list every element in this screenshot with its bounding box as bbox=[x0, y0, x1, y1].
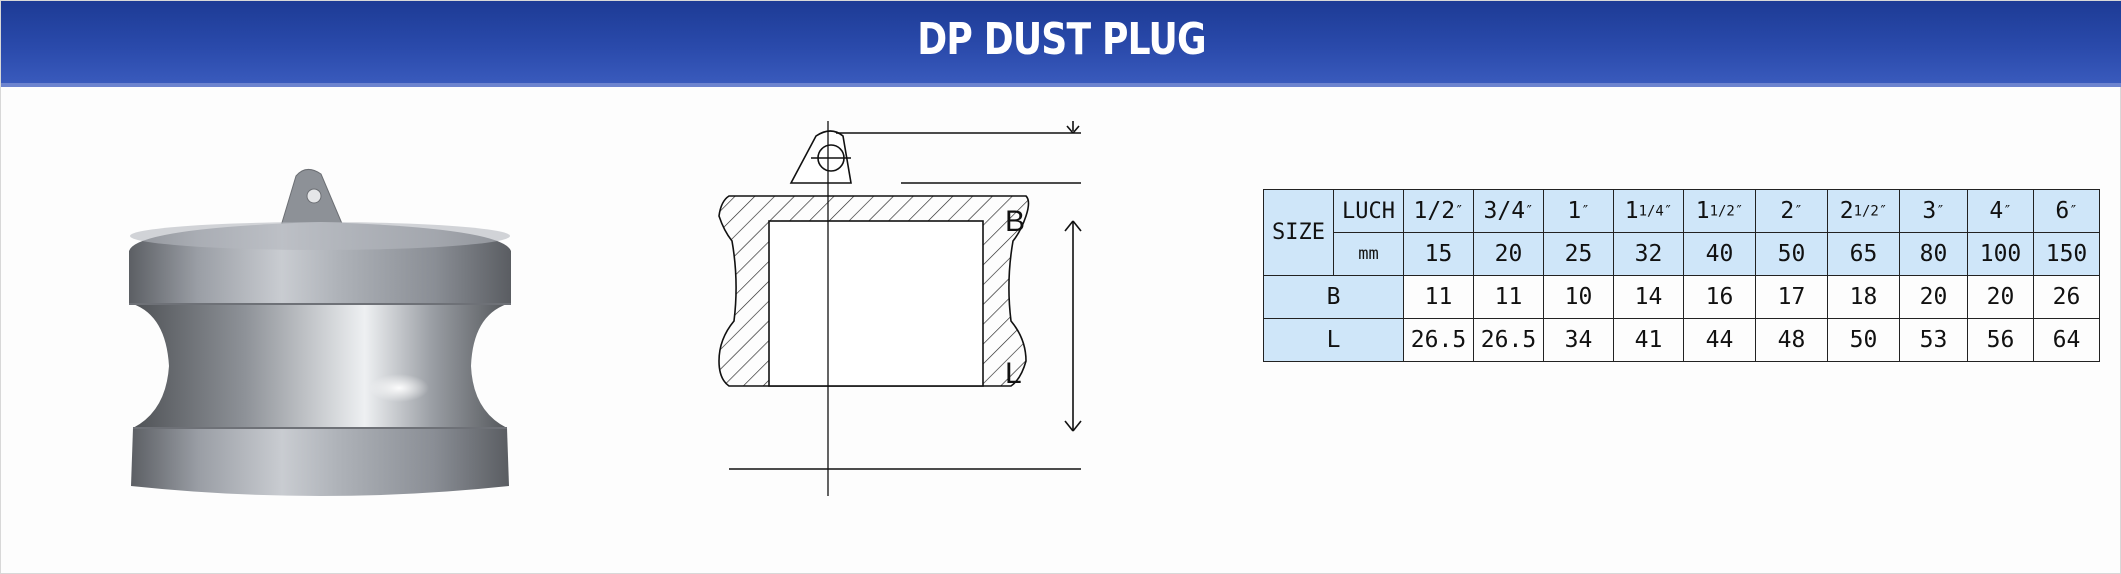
header-bar: DP DUST PLUG bbox=[1, 1, 2121, 85]
mm-cell: 32 bbox=[1613, 232, 1684, 276]
l-cell: 26.5 bbox=[1473, 318, 1544, 362]
l-cell: 48 bbox=[1755, 318, 1828, 362]
size-cell: 2″ bbox=[1755, 189, 1828, 233]
mm-cell: 150 bbox=[2033, 232, 2100, 276]
dim-b-label: B bbox=[1005, 205, 1025, 238]
size-cell: 3″ bbox=[1899, 189, 1968, 233]
b-cell: 14 bbox=[1613, 275, 1684, 319]
l-cell: 50 bbox=[1827, 318, 1900, 362]
size-cell: 11/4″ bbox=[1613, 189, 1684, 233]
cross-section-drawing: B L bbox=[718, 121, 1082, 496]
header-band bbox=[1, 83, 2121, 87]
size-cell: 1″ bbox=[1543, 189, 1614, 233]
l-cell: 64 bbox=[2033, 318, 2100, 362]
size-cell: 3/4″ bbox=[1473, 189, 1544, 233]
mm-cell: 50 bbox=[1755, 232, 1828, 276]
size-mm-row: mm 15 20 25 32 40 50 65 80 100 150 bbox=[1264, 232, 2100, 276]
b-cell: 26 bbox=[2033, 275, 2100, 319]
b-cell: 18 bbox=[1827, 275, 1900, 319]
b-row: B 11 11 10 14 16 17 18 20 20 26 bbox=[1263, 275, 2100, 319]
mm-cell: 65 bbox=[1827, 232, 1900, 276]
mm-cell: 80 bbox=[1899, 232, 1968, 276]
b-cell: 20 bbox=[1967, 275, 2034, 319]
l-cell: 34 bbox=[1543, 318, 1614, 362]
spec-table: SIZE LUCH 1/2″ 3/4″ 1″ 11/4″ 11/2″ 2″ 21… bbox=[1263, 189, 2100, 362]
size-header: SIZE bbox=[1263, 189, 1334, 276]
size-cell: 4″ bbox=[1967, 189, 2034, 233]
b-header: B bbox=[1263, 275, 1404, 319]
b-cell: 11 bbox=[1403, 275, 1474, 319]
page-title: DP DUST PLUG bbox=[917, 14, 1206, 65]
l-cell: 56 bbox=[1967, 318, 2034, 362]
dust-plug-photo bbox=[129, 169, 511, 496]
l-header: L bbox=[1263, 318, 1404, 362]
l-row: L 26.5 26.5 34 41 44 48 50 53 56 64 bbox=[1263, 318, 2100, 362]
size-cell: 21/2″ bbox=[1827, 189, 1900, 233]
b-cell: 10 bbox=[1543, 275, 1614, 319]
size-cell: 1/2″ bbox=[1403, 189, 1474, 233]
b-cell: 17 bbox=[1755, 275, 1828, 319]
mm-header: mm bbox=[1333, 232, 1404, 276]
size-cell: 11/2″ bbox=[1683, 189, 1756, 233]
b-cell: 20 bbox=[1899, 275, 1968, 319]
size-inch-row: SIZE LUCH 1/2″ 3/4″ 1″ 11/4″ 11/2″ 2″ 21… bbox=[1263, 189, 2100, 276]
dim-l-label: L bbox=[1005, 357, 1022, 390]
b-cell: 11 bbox=[1473, 275, 1544, 319]
mm-cell: 100 bbox=[1967, 232, 2034, 276]
l-cell: 26.5 bbox=[1403, 318, 1474, 362]
mm-cell: 25 bbox=[1543, 232, 1614, 276]
l-cell: 53 bbox=[1899, 318, 1968, 362]
b-cell: 16 bbox=[1683, 275, 1756, 319]
l-cell: 41 bbox=[1613, 318, 1684, 362]
mm-cell: 15 bbox=[1403, 232, 1474, 276]
luch-header: LUCH bbox=[1333, 189, 1404, 233]
mm-cell: 20 bbox=[1473, 232, 1544, 276]
mm-cell: 40 bbox=[1683, 232, 1756, 276]
size-cell: 6″ bbox=[2033, 189, 2100, 233]
l-cell: 44 bbox=[1683, 318, 1756, 362]
